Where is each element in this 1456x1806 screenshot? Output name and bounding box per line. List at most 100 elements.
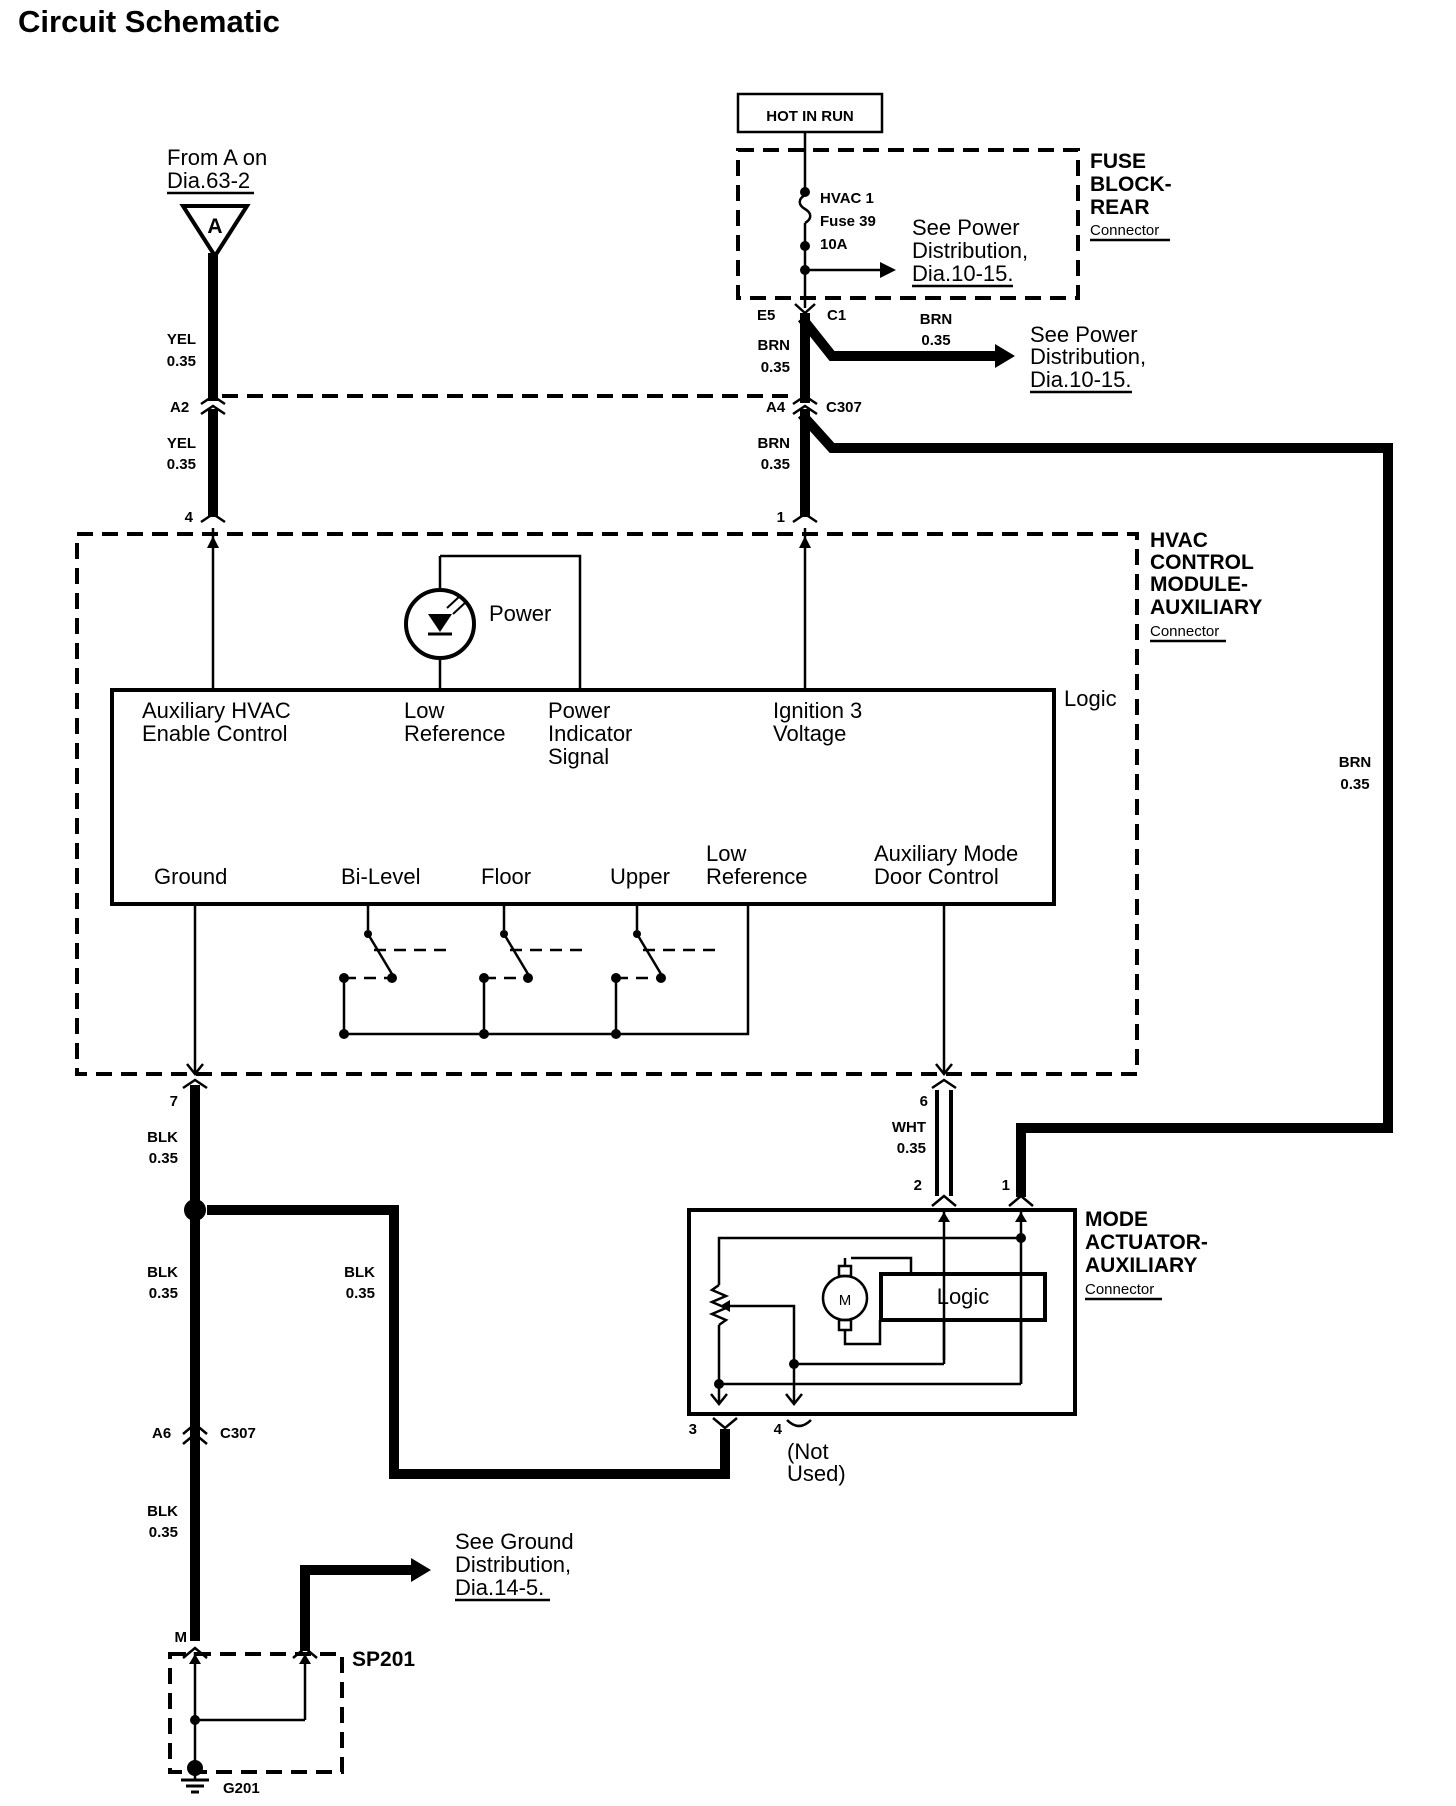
ignition-3-label: Ignition 3 [773, 698, 862, 723]
power-led-label: Power [489, 601, 551, 626]
wire-wht-label: WHT [892, 1119, 926, 1136]
hot-in-run-box [736, 92, 884, 134]
connector-c307-label: C307 [220, 1425, 256, 1442]
svg-text:Distribution,: Distribution, [1030, 344, 1146, 369]
wire-gauge-label: 0.35 [761, 359, 790, 376]
connector-c307-a2-icon [200, 394, 226, 406]
ground-g201-label: G201 [223, 1780, 260, 1797]
arrow-right-icon [880, 262, 896, 278]
wire-gauge-label: 0.35 [149, 1285, 178, 1302]
ignition-3-label: Voltage [773, 721, 846, 746]
wire-gauge-label: 0.35 [921, 332, 950, 349]
pin-4-connector-icon [200, 512, 226, 524]
pin-1-connector-icon [792, 512, 818, 524]
svg-text:Dia.14-5.: Dia.14-5. [455, 1575, 544, 1600]
low-reference-label: Low [404, 698, 444, 723]
pin-4-label: 4 [185, 509, 194, 526]
logic-label: Logic [1064, 686, 1117, 711]
wire-brn-label: BRN [920, 311, 953, 328]
bilevel-switch-icon [339, 904, 454, 983]
not-used-label: Used) [787, 1461, 846, 1486]
wire-gauge-label: 0.35 [346, 1285, 375, 1302]
svg-text:BLOCK-: BLOCK- [1090, 173, 1172, 196]
connector-c307-label: C307 [826, 399, 862, 416]
wire-yel-label: YEL [167, 435, 196, 452]
mode-actuator-box [687, 1208, 1077, 1416]
fuse-block-rear-title: FUSE BLOCK- REAR Connector [1090, 150, 1172, 242]
aux-hvac-enable-label: Auxiliary HVAC [142, 698, 291, 723]
pin-4-label: 4 [774, 1421, 783, 1438]
splice-node [184, 1199, 206, 1221]
pin-3-label: 3 [689, 1421, 697, 1438]
pin-6-label: 6 [920, 1093, 928, 1110]
fuse-39-label: HVAC 1 Fuse 39 10A [820, 190, 876, 253]
connector-c307-a4-icon [792, 394, 818, 406]
low-reference-bottom-label: Low [706, 841, 746, 866]
wire-yel-label: YEL [167, 331, 196, 348]
ground-icon [181, 1768, 209, 1794]
pin-6-connector-icon [931, 1078, 957, 1090]
pin-a4-label: A4 [766, 399, 786, 416]
see-power-distribution-link-1[interactable]: See Power Distribution, Dia.10-15. [912, 215, 1028, 288]
svg-text:See Power: See Power [912, 215, 1020, 240]
connector-c307-a6-icon [182, 1422, 208, 1435]
svg-text:HVAC: HVAC [1150, 529, 1208, 552]
wire-brn-label: BRN [1339, 754, 1372, 771]
splice-sp201-label: SP201 [352, 1648, 415, 1671]
svg-text:Distribution,: Distribution, [455, 1552, 571, 1577]
svg-text:MODULE-: MODULE- [1150, 573, 1248, 596]
svg-text:AUXILIARY: AUXILIARY [1150, 596, 1262, 619]
svg-text:See Ground: See Ground [455, 1529, 574, 1554]
arrow-right-icon [411, 1558, 431, 1582]
see-power-distribution-link-2[interactable]: See Power Distribution, Dia.10-15. [1030, 322, 1146, 394]
upper-label: Upper [610, 864, 670, 889]
svg-text:Dia.63-2: Dia.63-2 [167, 168, 250, 193]
pin-1-label: 1 [777, 509, 785, 526]
see-ground-distribution-link[interactable]: See Ground Distribution, Dia.14-5. [455, 1529, 574, 1602]
wire-gauge-label: 0.35 [897, 1140, 926, 1157]
pin-a2-label: A2 [170, 399, 189, 416]
arrow-right-icon [995, 344, 1015, 368]
svg-text:FUSE: FUSE [1090, 150, 1146, 173]
not-used-label: (Not [787, 1439, 829, 1464]
power-indicator-label: Indicator [548, 721, 632, 746]
svg-text:HVAC 1: HVAC 1 [820, 190, 874, 207]
pin-a6-label: A6 [152, 1425, 171, 1442]
svg-text:Fuse 39: Fuse 39 [820, 213, 876, 230]
actuator-logic-box [879, 1272, 1047, 1322]
pin-1-connector-icon [1008, 1194, 1034, 1207]
wire-gauge-label: 0.35 [1340, 776, 1369, 793]
wire-gauge-label: 0.35 [761, 456, 790, 473]
aux-mode-door-label: Auxiliary Mode [874, 841, 1018, 866]
splice-sp201-outline [168, 1652, 344, 1774]
aux-mode-door-label: Door Control [874, 864, 999, 889]
pin-3-connector-icon [712, 1417, 738, 1430]
pin-m-label: M [175, 1629, 188, 1646]
wire-brn-label: BRN [758, 435, 791, 452]
potentiometer-icon [708, 1283, 730, 1327]
svg-text:10A: 10A [820, 236, 848, 253]
svg-text:ACTUATOR-: ACTUATOR- [1085, 1231, 1208, 1254]
svg-text:Distribution,: Distribution, [912, 238, 1028, 263]
svg-text:Dia.10-15.: Dia.10-15. [1030, 367, 1132, 392]
pin-1-label: 1 [1002, 1177, 1010, 1194]
wire-blk-label: BLK [147, 1264, 178, 1281]
svg-text:Dia.10-15.: Dia.10-15. [912, 261, 1014, 286]
wire-gauge-label: 0.35 [167, 456, 196, 473]
pin-7-connector-icon [182, 1078, 208, 1090]
actuator-logic-label: Logic [937, 1284, 990, 1309]
low-reference-label: Reference [404, 721, 506, 746]
fuse-block-rear-outline [736, 148, 1080, 300]
hvac-control-module-title: HVAC CONTROL MODULE- AUXILIARY Connector [1150, 529, 1262, 643]
svg-text:From A on: From A on [167, 145, 267, 170]
offpage-a-label: A [207, 215, 222, 238]
wire-blk-label: BLK [344, 1264, 375, 1281]
svg-text:See Power: See Power [1030, 322, 1138, 347]
pin-2-connector-icon [931, 1194, 957, 1207]
from-a-reference[interactable]: From A on Dia.63-2 [167, 145, 267, 195]
wire-brn-label: BRN [758, 337, 791, 354]
floor-switch-icon [479, 904, 590, 983]
svg-text:CONTROL: CONTROL [1150, 551, 1254, 574]
hvac-logic-box [110, 688, 1056, 906]
